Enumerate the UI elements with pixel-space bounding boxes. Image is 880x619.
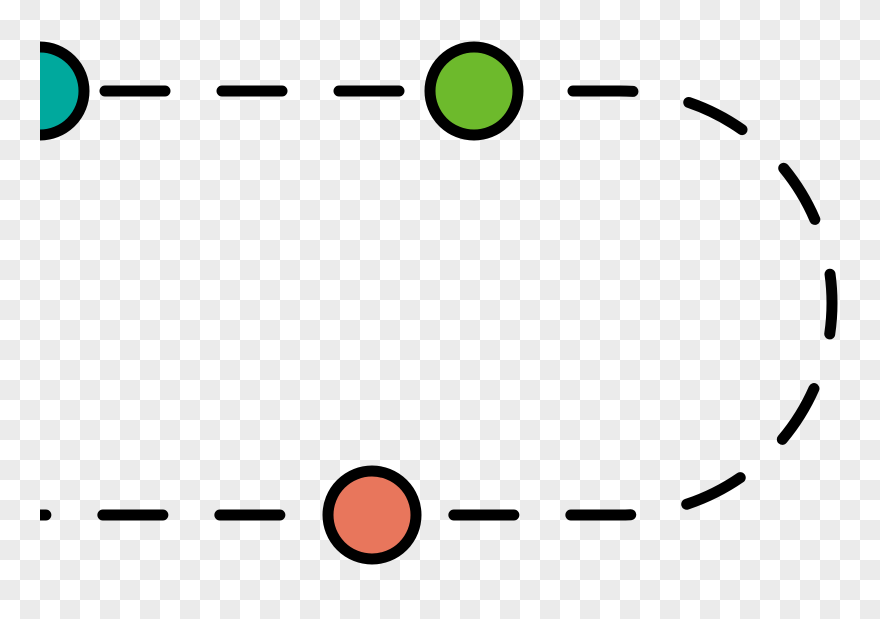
green-node — [424, 41, 524, 141]
teal-node — [40, 41, 90, 141]
orange-node — [322, 465, 422, 565]
dashed-route-path — [40, 85, 838, 521]
